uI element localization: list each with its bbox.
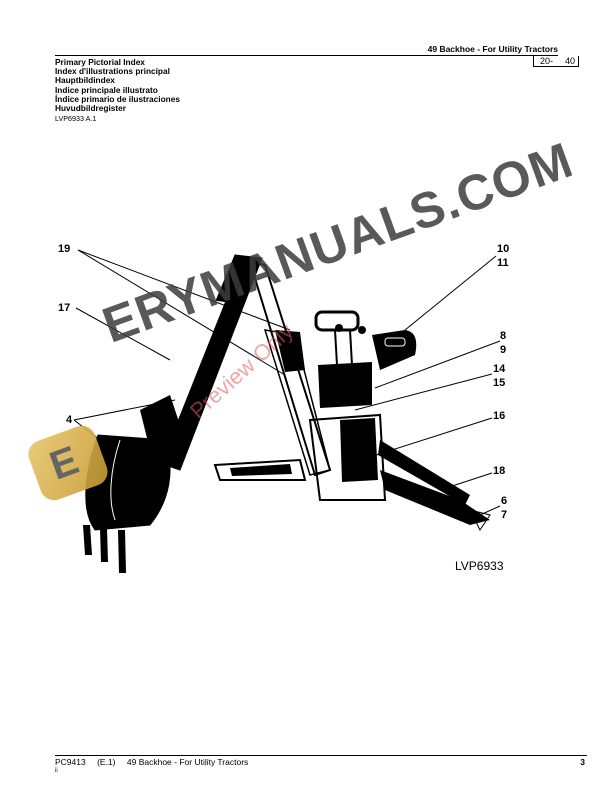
footer-sub: ii bbox=[55, 768, 58, 774]
header-title: 49 Backhoe - For Utility Tractors bbox=[427, 44, 558, 54]
callout-7: 7 bbox=[501, 509, 508, 521]
footer-section: 49 Backhoe - For Utility Tractors bbox=[126, 757, 249, 767]
callout-10: 10 bbox=[497, 243, 510, 255]
footer-rev: (E.1) bbox=[97, 757, 116, 767]
footer-rule bbox=[55, 755, 587, 756]
index-title: Huvudbildregister bbox=[55, 103, 126, 114]
footer: PC9413 (E.1) 49 Backhoe - For Utility Tr… bbox=[55, 757, 257, 767]
callout-16: 16 bbox=[493, 410, 506, 422]
callout-11: 11 bbox=[497, 257, 509, 269]
callout-6: 6 bbox=[501, 495, 508, 507]
index-title-block: Primary Pictorial Index Index d'illustra… bbox=[55, 57, 180, 114]
index-title: Indice principale illustrato bbox=[55, 84, 158, 95]
callout-9: 9 bbox=[500, 344, 507, 356]
callout-8: 8 bbox=[500, 330, 507, 342]
callout-17: 17 bbox=[58, 302, 71, 314]
page-ref-left: 20- bbox=[540, 56, 554, 66]
index-title: Índice primario de ilustraciones bbox=[55, 93, 180, 104]
page-number: 3 bbox=[580, 757, 585, 767]
page-reference-box: 20- 40 bbox=[533, 56, 579, 67]
callout-4: 4 bbox=[66, 414, 73, 426]
index-title: Primary Pictorial Index bbox=[55, 57, 145, 67]
callout-14: 14 bbox=[493, 363, 506, 375]
callout-15: 15 bbox=[493, 377, 506, 389]
logo-letter: E bbox=[44, 438, 85, 489]
callout-18: 18 bbox=[493, 465, 506, 477]
page-ref-right: 40 bbox=[564, 56, 575, 66]
figure-id: LVP6933 bbox=[455, 559, 504, 573]
footer-doc: PC9413 bbox=[55, 757, 86, 767]
header-rule bbox=[55, 55, 558, 56]
index-title: Index d'illustrations principal bbox=[55, 66, 170, 77]
illustration-code: LVP6933 A.1 bbox=[55, 114, 97, 123]
callout-19: 19 bbox=[58, 243, 71, 255]
index-title: Hauptbildindex bbox=[55, 75, 115, 86]
